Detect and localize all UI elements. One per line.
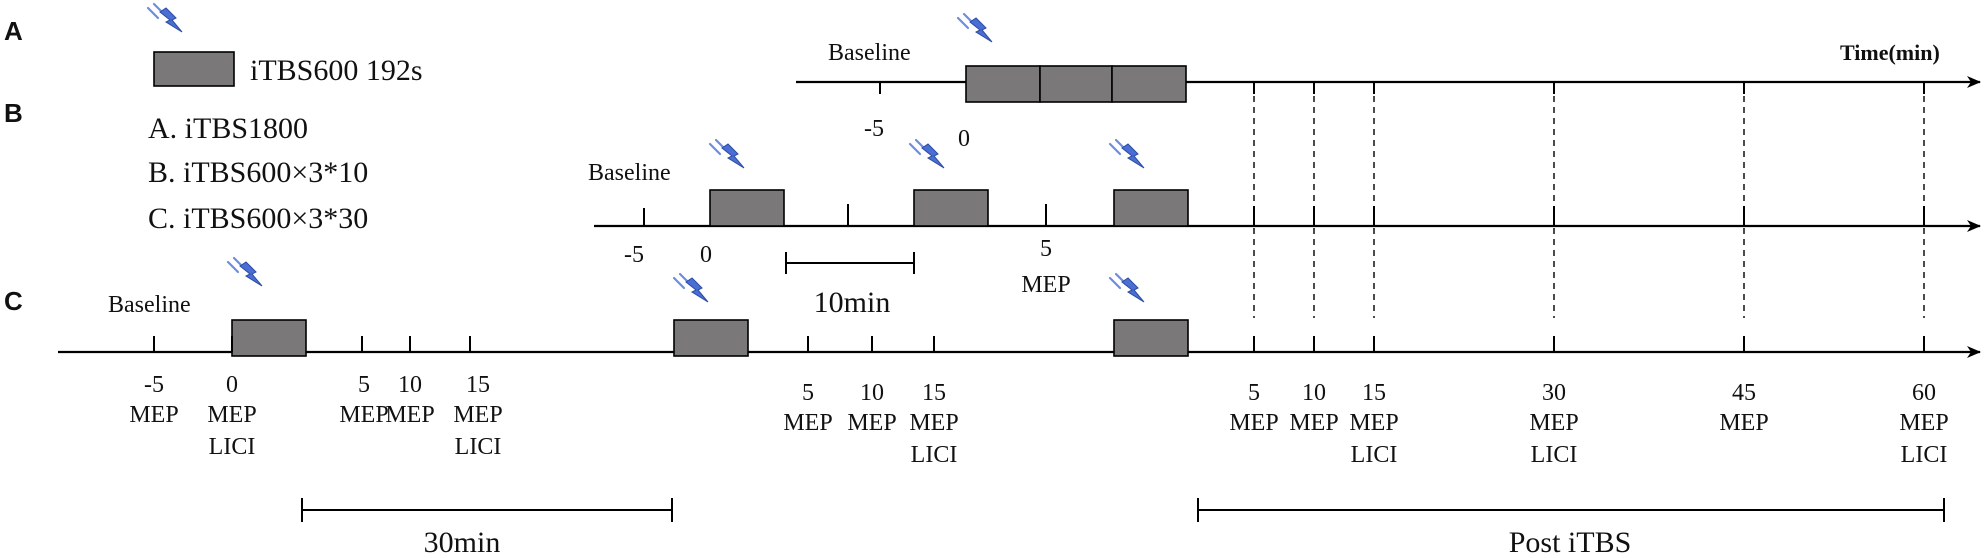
timeline-a-tick-0-label: 0 xyxy=(958,126,970,152)
interval-30min-label: 30min xyxy=(424,526,501,558)
timeline-c-measure-mep-s1-15: MEP xyxy=(453,402,502,428)
timeline-c-measure-mep-post-5: MEP xyxy=(1229,410,1278,436)
panel-label-c: C xyxy=(4,286,23,316)
timeline-c-measure-mep-post-15: MEP xyxy=(1349,410,1398,436)
timeline-a: Baseline Time(min) -5 0 xyxy=(796,12,1981,152)
lightning-bolt-icon xyxy=(1108,272,1146,304)
timeline-b: Baseline -5 0 5 MEP 10min xyxy=(588,138,1981,319)
legend-line-c: C. iTBS600×3*30 xyxy=(148,202,368,235)
timeline-c-measure-mep-post-45: MEP xyxy=(1719,410,1768,436)
timeline-b-tick-5-measure: MEP xyxy=(1021,272,1070,298)
timeline-c-measure-lici-post-60: LICI xyxy=(1901,442,1948,468)
legend-block-label: iTBS600 192s xyxy=(250,54,423,87)
legend-line-a: A. iTBS1800 xyxy=(148,112,308,145)
legend: iTBS600 192s A. iTBS1800 B. iTBS600×3*10… xyxy=(146,2,423,235)
timeline-c-measure-mep-pre-0: MEP xyxy=(207,402,256,428)
timeline-b-block-3 xyxy=(1113,189,1189,227)
timeline-c-time-pre-m5: -5 xyxy=(144,372,164,398)
timeline-c-ticks xyxy=(153,336,1925,352)
timeline-c: Baseline -5MEP0MEPLICI5MEP10MEP15MEPLICI… xyxy=(58,256,1981,558)
timeline-c-measure-mep-post-10: MEP xyxy=(1289,410,1338,436)
lightning-bolt-icon xyxy=(908,138,946,170)
dashed-guides xyxy=(1253,96,1925,318)
timeline-b-block-1 xyxy=(709,189,785,227)
lightning-bolt-icon xyxy=(956,12,994,44)
timeline-c-time-s2-5: 5 xyxy=(802,380,814,406)
timeline-c-measure-lici-s2-15: LICI xyxy=(911,442,958,468)
timeline-c-block-2 xyxy=(673,319,749,357)
timeline-b-tick-0-label: 0 xyxy=(700,242,712,268)
timeline-b-baseline: Baseline xyxy=(588,160,671,186)
timeline-c-time-post-45: 45 xyxy=(1732,380,1756,406)
lightning-bolt-icon xyxy=(708,138,746,170)
timeline-c-baseline: Baseline xyxy=(108,292,191,318)
lightning-bolt-icon xyxy=(672,272,710,304)
panel-label-b: B xyxy=(4,98,23,128)
timeline-a-tick-minus5-label: -5 xyxy=(864,116,884,142)
timeline-c-measure-mep-post-30: MEP xyxy=(1529,410,1578,436)
timeline-c-measure-mep-s2-15: MEP xyxy=(909,410,958,436)
timeline-c-measure-mep-s1-5: MEP xyxy=(339,402,388,428)
timeline-c-time-s1-15: 15 xyxy=(466,372,490,398)
legend-line-b: B. iTBS600×3*10 xyxy=(148,156,368,189)
timeline-c-measure-lici-post-15: LICI xyxy=(1351,442,1398,468)
timeline-c-time-s2-10: 10 xyxy=(860,380,884,406)
timeline-c-measure-mep-s2-10: MEP xyxy=(847,410,896,436)
timeline-c-time-post-5: 5 xyxy=(1248,380,1260,406)
timeline-c-measure-mep-s2-5: MEP xyxy=(783,410,832,436)
panel-label-a: A xyxy=(4,16,23,46)
timeline-c-time-s2-15: 15 xyxy=(922,380,946,406)
timeline-b-tick-5-label: 5 xyxy=(1040,236,1052,262)
timeline-c-time-pre-0: 0 xyxy=(226,372,238,398)
timeline-c-measure-lici-pre-0: LICI xyxy=(209,434,256,460)
timeline-a-block-1 xyxy=(965,65,1041,103)
timeline-b-block-2 xyxy=(913,189,989,227)
timeline-c-time-post-60: 60 xyxy=(1912,380,1936,406)
lightning-bolt-icon xyxy=(226,256,264,288)
timeline-c-time-post-30: 30 xyxy=(1542,380,1566,406)
timeline-a-baseline: Baseline xyxy=(828,40,911,66)
timeline-c-measure-lici-post-30: LICI xyxy=(1531,442,1578,468)
legend-block xyxy=(153,51,235,87)
timeline-c-block-1 xyxy=(231,319,307,357)
timeline-c-time-post-10: 10 xyxy=(1302,380,1326,406)
timeline-c-time-s1-10: 10 xyxy=(398,372,422,398)
timeline-c-measure-mep-pre-m5: MEP xyxy=(129,402,178,428)
timeline-c-measure-lici-s1-15: LICI xyxy=(455,434,502,460)
timeline-a-block-2 xyxy=(1039,65,1113,103)
timeline-c-time-s1-5: 5 xyxy=(358,372,370,398)
interval-10min-label: 10min xyxy=(814,286,891,319)
timeline-c-measure-mep-post-60: MEP xyxy=(1899,410,1948,436)
timeline-b-tick-minus5-label: -5 xyxy=(624,242,644,268)
lightning-bolt-icon xyxy=(146,2,184,34)
timeline-a-time-label: Time(min) xyxy=(1840,40,1940,65)
timeline-c-measure-mep-s1-10: MEP xyxy=(385,402,434,428)
timeline-c-block-3 xyxy=(1113,319,1189,357)
timeline-a-block-3 xyxy=(1111,65,1187,103)
lightning-bolt-icon xyxy=(1108,138,1146,170)
timeline-c-time-post-15: 15 xyxy=(1362,380,1386,406)
post-itbs-label: Post iTBS xyxy=(1509,526,1632,558)
